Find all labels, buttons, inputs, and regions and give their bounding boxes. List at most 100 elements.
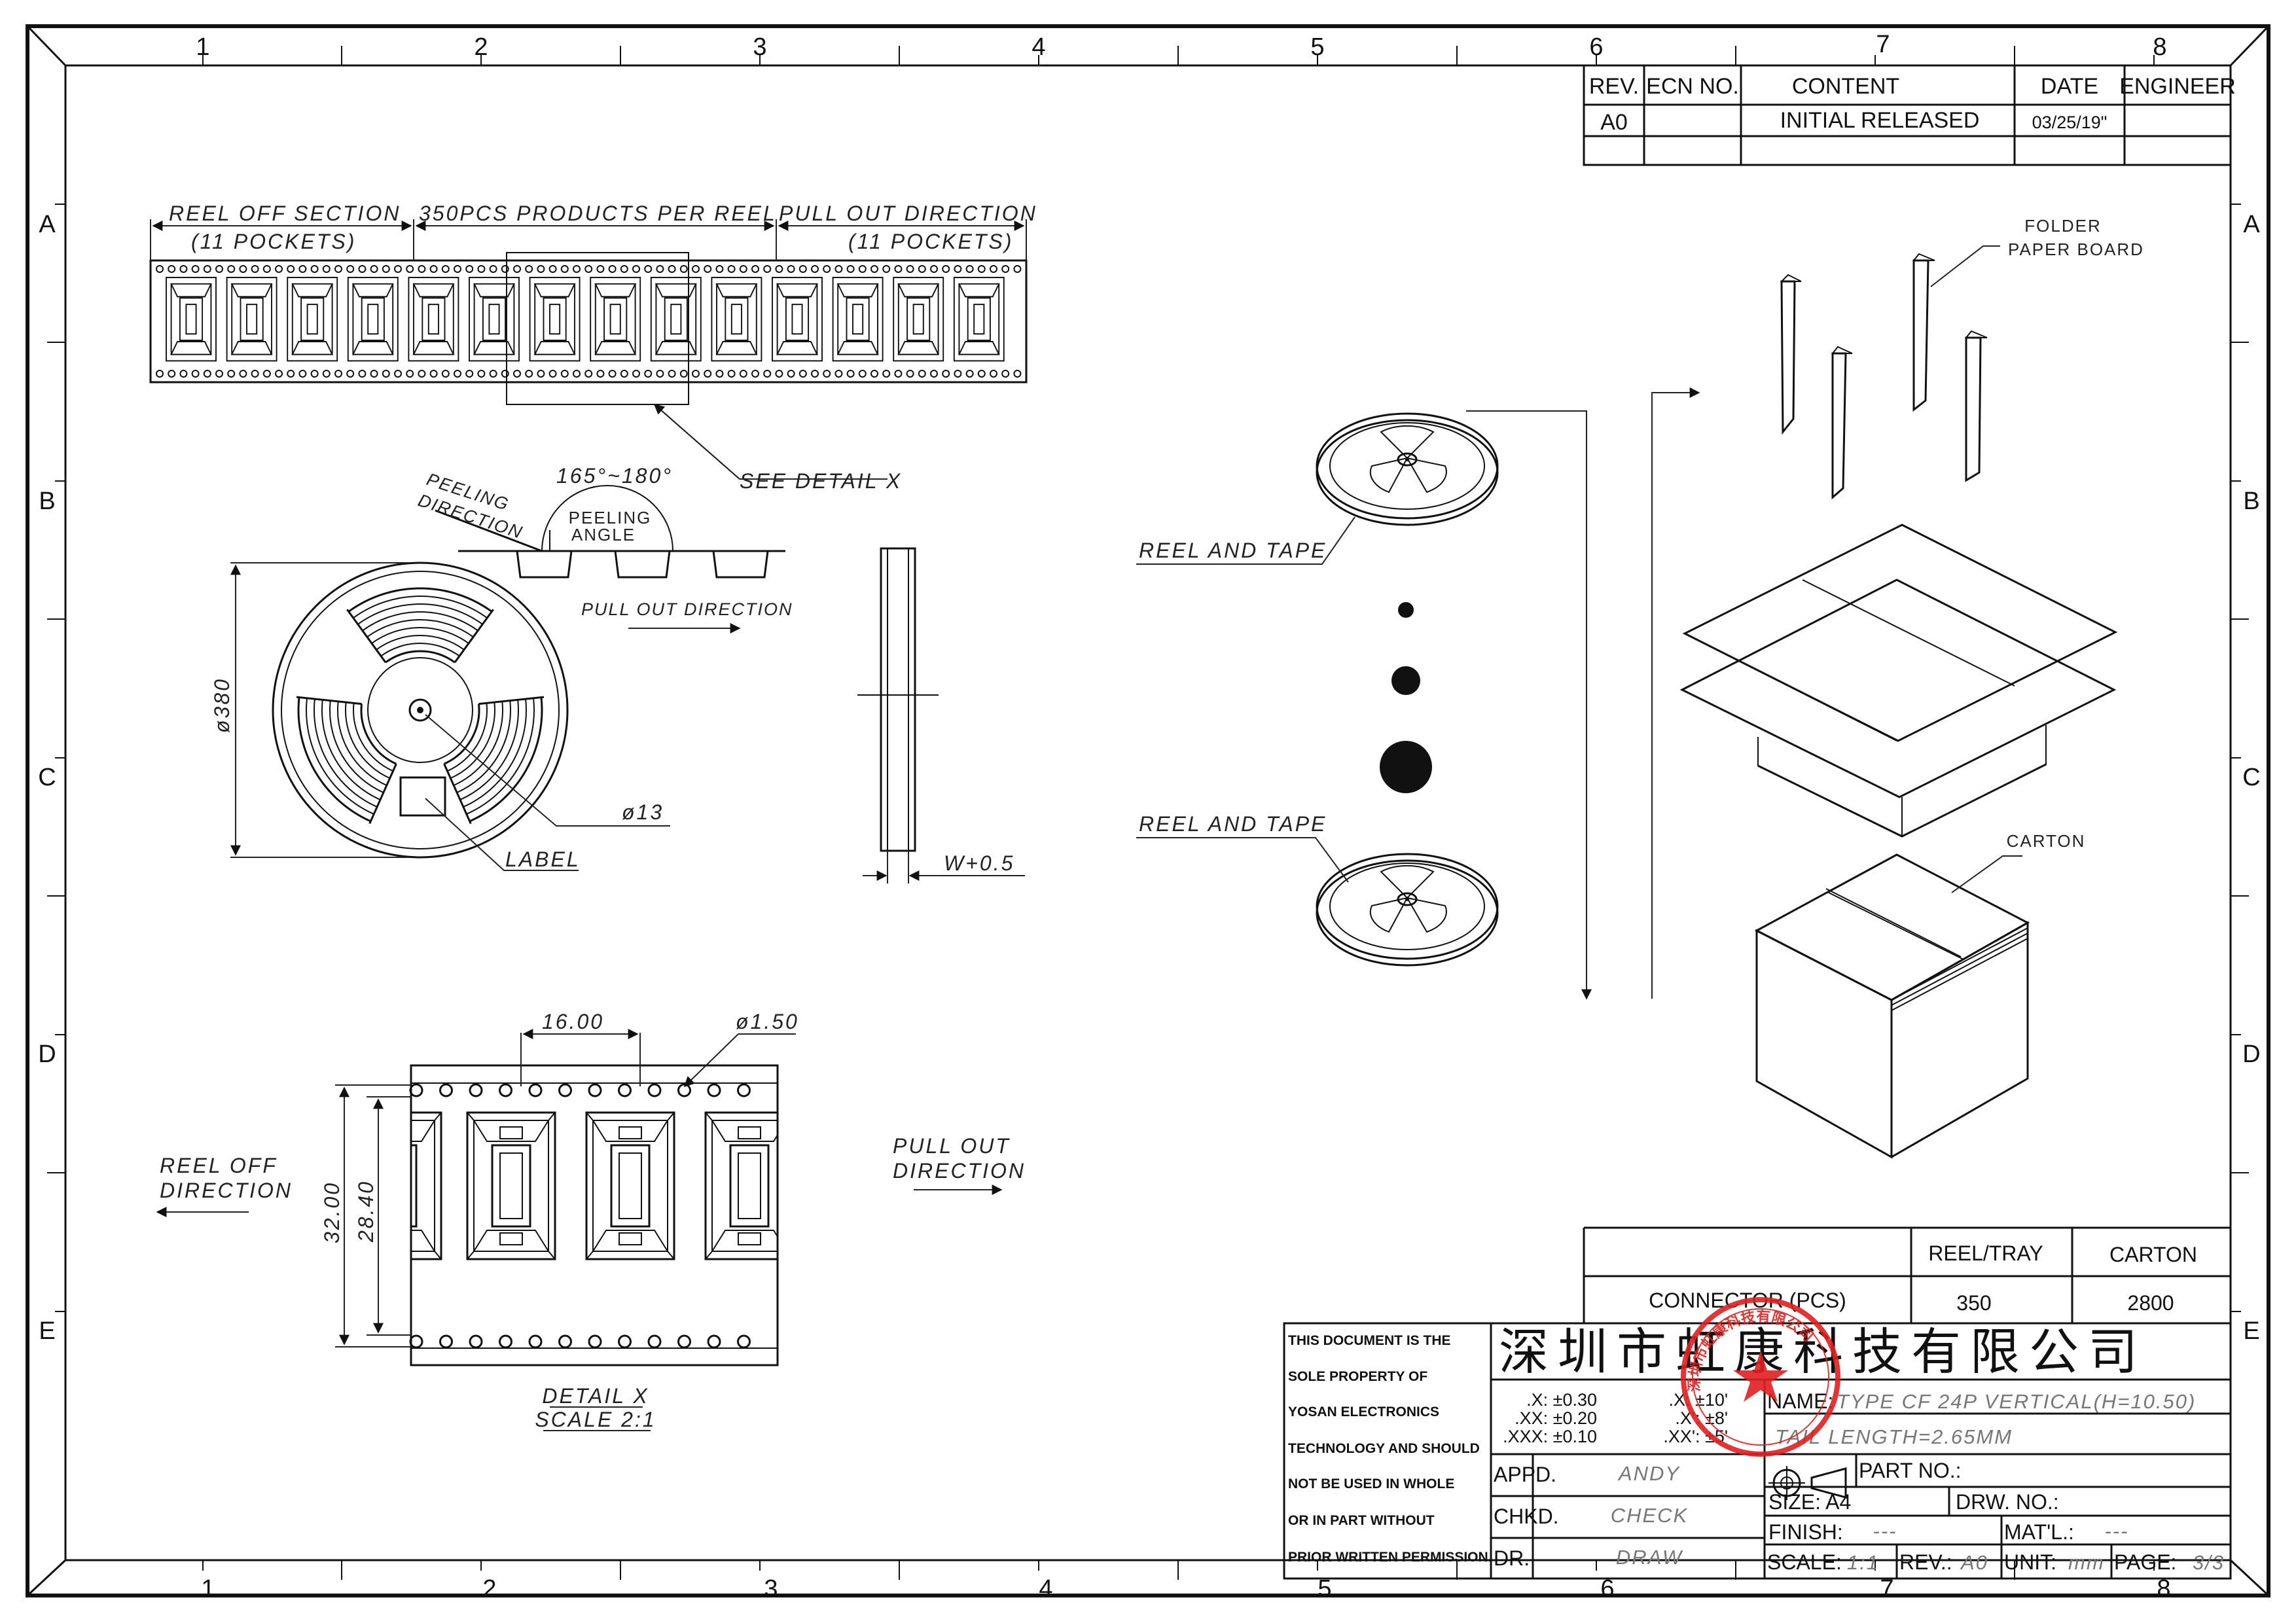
reel-window-arc: [456, 700, 511, 793]
sprocket-hole: [846, 265, 855, 273]
sprocket-hole: [620, 265, 628, 273]
sprocket-hole: [334, 370, 342, 378]
sprocket-hole: [310, 370, 319, 378]
finish-value: ---: [1873, 1520, 1897, 1543]
sprocket-hole: [1013, 265, 1022, 273]
matl-label: MAT'L.:: [2004, 1520, 2074, 1544]
sprocket-hole: [477, 370, 486, 378]
chkd-value: CHECK: [1611, 1504, 1689, 1527]
sprocket-hole: [787, 265, 795, 273]
reel-window-edge: [346, 609, 494, 664]
engineer-header: ENGINEER: [2119, 74, 2236, 99]
ecn-header: ECN NO.: [1646, 74, 1739, 99]
reel-off-pockets-label: (11 POCKETS): [191, 230, 356, 253]
scale-label: SCALE:: [1767, 1550, 1842, 1574]
pitch-label: 16.00: [542, 1010, 604, 1033]
detail-hole: [707, 1334, 721, 1349]
sprocket-hole: [168, 370, 176, 378]
page-label: PAGE:: [2114, 1550, 2176, 1574]
sprocket-hole: [370, 265, 378, 273]
sprocket-hole: [441, 265, 450, 273]
sprocket-hole: [298, 370, 307, 378]
pull-out-direction-detail-label-2: DIRECTION: [893, 1159, 1026, 1183]
col-label: 2: [482, 1575, 496, 1603]
sprocket-hole: [906, 370, 914, 378]
sprocket-hole: [548, 265, 557, 273]
detail-hole: [469, 1083, 483, 1097]
sprocket-hole: [262, 370, 271, 378]
tape-strip-view: REEL OFF SECTION (11 POCKETS) 350PCS PRO…: [149, 202, 1035, 493]
angle-range-label: 165°~180°: [556, 464, 673, 488]
sprocket-hole: [727, 370, 736, 378]
sprocket-hole: [942, 370, 950, 378]
detail-pocket: [411, 1111, 442, 1260]
reel-window-edge: [296, 696, 397, 825]
row-label: E: [39, 1317, 55, 1345]
sprocket-hole: [620, 370, 628, 378]
detail-hole: [439, 1083, 453, 1097]
sprocket-hole: [798, 265, 807, 273]
tolerance-linear: .XXX: ±0.10: [1503, 1427, 1597, 1446]
sprocket-hole: [834, 265, 843, 273]
closed-carton: [1754, 853, 2030, 1159]
folder-label-2: PAPER BOARD: [2008, 240, 2144, 259]
title-block: THIS DOCUMENT IS THE SOLE PROPERTY OF YO…: [1283, 1297, 2232, 1580]
sprocket-hole: [918, 265, 926, 273]
tape-pocket: [347, 277, 399, 362]
date-header: DATE: [2041, 74, 2098, 99]
sprocket-hole: [262, 265, 271, 273]
reel-window-arc: [306, 698, 374, 815]
hole-diameter-label: ø1.50: [736, 1010, 799, 1033]
carton-label: CARTON: [2007, 831, 2086, 851]
sprocket-hole: [441, 370, 450, 378]
tape-pocket: [469, 277, 520, 362]
col-label: 4: [1039, 1575, 1052, 1603]
detail-hole: [409, 1334, 423, 1349]
appd-label: APPD.: [1494, 1463, 1556, 1486]
detail-hole: [707, 1083, 721, 1097]
sprocket-hole: [179, 265, 188, 273]
sprocket-hole: [454, 265, 461, 273]
sprocket-hole: [954, 370, 962, 378]
sprocket-hole: [644, 265, 653, 273]
sprocket-hole: [834, 370, 843, 378]
grid-labels: 1 2 3 4 5 6 7 8 1 2 3 4 5 6 7 8 A B C D …: [38, 31, 2260, 1603]
sprocket-hole: [191, 370, 200, 378]
reel-quantity: 350: [1956, 1291, 1991, 1315]
col-label: 8: [2153, 33, 2166, 61]
width-label: W+0.5: [944, 851, 1014, 875]
col-label: 2: [474, 33, 488, 61]
sprocket-hole: [537, 370, 545, 378]
folder-label-1: FOLDER: [2024, 216, 2101, 236]
sprocket-hole: [573, 370, 581, 378]
detail-pockets: [411, 1111, 778, 1260]
sprocket-hole: [763, 265, 772, 273]
sprocket-hole: [394, 370, 402, 378]
unit-label: UNIT:: [2004, 1550, 2056, 1574]
detail-x-scale: SCALE 2:1: [535, 1408, 656, 1431]
sprocket-hole: [251, 265, 259, 273]
sprocket-hole: [954, 265, 962, 273]
row-label: D: [2242, 1041, 2260, 1068]
see-detail-x-label: SEE DETAIL X: [740, 469, 902, 493]
sprocket-hole: [644, 370, 653, 378]
notice-line: YOSAN ELECTRONICS: [1288, 1404, 1439, 1419]
peeling-angle-label-2: ANGLE: [571, 525, 636, 544]
ellipsis-dot: [1398, 602, 1414, 618]
reel-off-direction-label-1: REEL OFF: [160, 1154, 278, 1177]
company-name: 深圳市虹康科技有限公司: [1499, 1323, 2147, 1381]
tape-pocket: [287, 277, 338, 362]
sprocket-hole: [334, 265, 342, 273]
col-label: 5: [1318, 1575, 1331, 1603]
sprocket-hole: [275, 370, 283, 378]
reel-tray-header: REEL/TRAY: [1928, 1241, 2043, 1265]
detail-hole: [528, 1083, 543, 1097]
sprocket-hole: [608, 265, 617, 273]
open-carton: [1679, 524, 2118, 838]
projection-symbol-icon: [1768, 1466, 1847, 1500]
ellipsis-dot: [1391, 666, 1420, 695]
sprocket-hole: [465, 265, 474, 273]
notice-line: OR IN PART WITHOUT: [1288, 1513, 1435, 1528]
sprocket-hole: [704, 370, 712, 378]
reel-off-section-label: REEL OFF SECTION: [169, 202, 401, 225]
